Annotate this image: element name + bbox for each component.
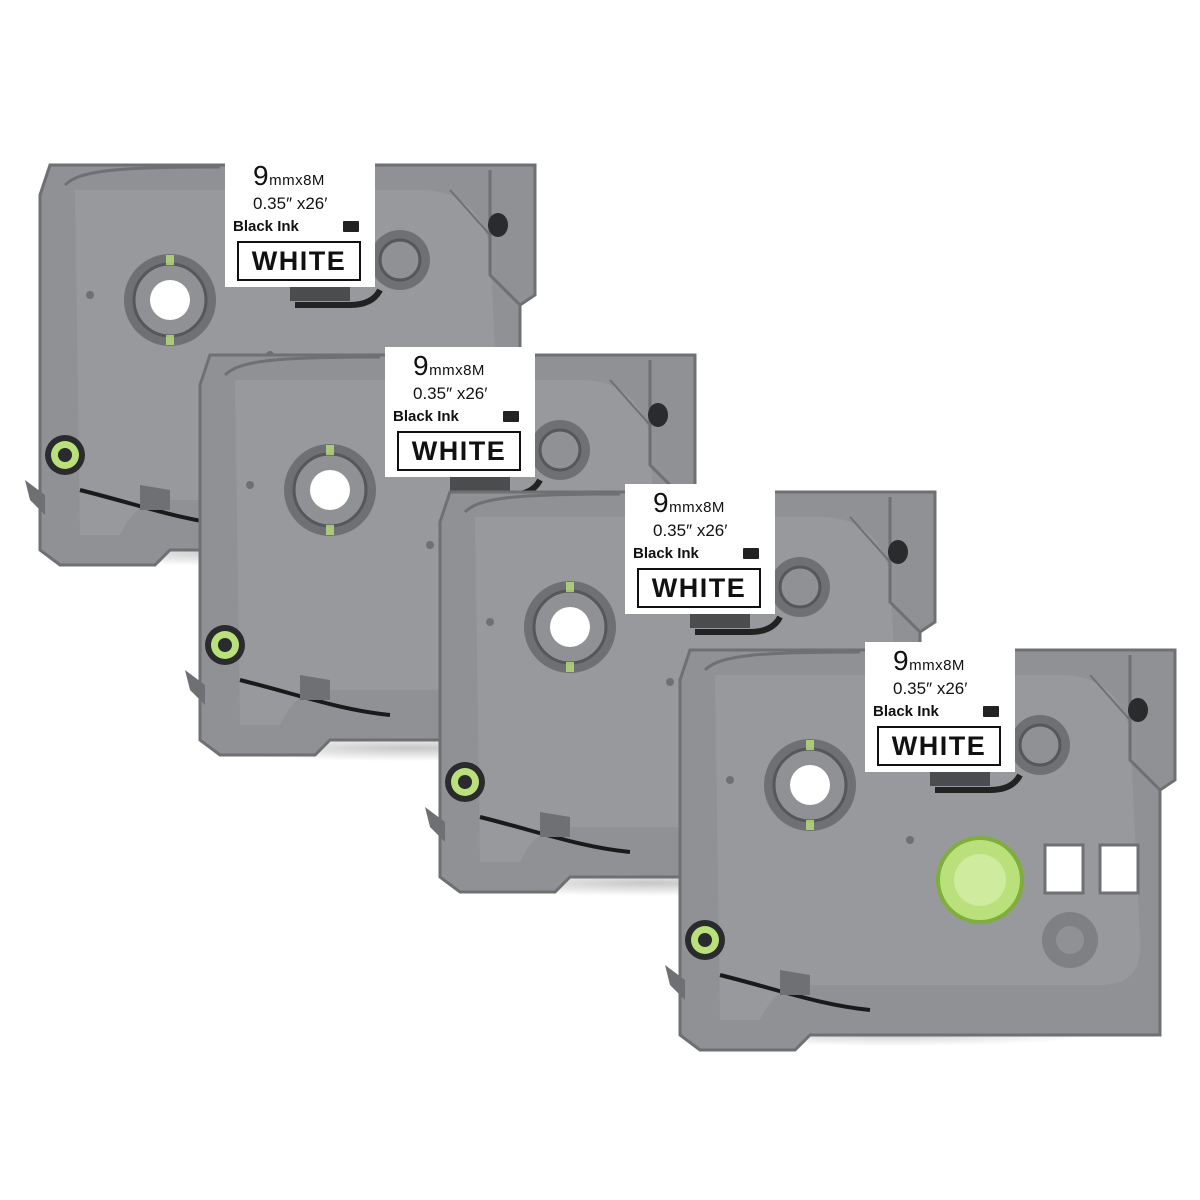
cartridge-label: 9mmx8M 0.35″ x26′ Black Ink WHITE <box>225 157 375 287</box>
tape-size: 9mmx8M <box>253 160 325 191</box>
tape-size: 9mmx8M <box>413 350 485 381</box>
tape-dimensions: 0.35″ x26′ <box>893 679 968 698</box>
ink-tag-icon <box>743 548 759 559</box>
cartridge-label: 9mmx8M 0.35″ x26′ Black Ink WHITE <box>865 642 1015 772</box>
ink-color: Black Ink <box>873 703 939 720</box>
cartridge-housing <box>665 648 1177 1052</box>
ink-color: Black Ink <box>233 218 299 235</box>
ink-tag-icon <box>503 411 519 422</box>
tape-dimensions: 0.35″ x26′ <box>413 384 488 403</box>
ink-tag-icon <box>983 706 999 717</box>
cartridge-label: 9mmx8M 0.35″ x26′ Black Ink WHITE <box>385 347 535 477</box>
ink-color: Black Ink <box>633 545 699 562</box>
tape-size: 9mmx8M <box>653 487 725 518</box>
cartridge-label: 9mmx8M 0.35″ x26′ Black Ink WHITE <box>625 484 775 614</box>
tape-size: 9mmx8M <box>893 645 965 676</box>
tape-dimensions: 0.35″ x26′ <box>653 521 728 540</box>
ink-tag-icon <box>343 221 359 232</box>
tape-cartridge-4: 9mmx8M 0.35″ x26′ Black Ink WHITE <box>660 640 1180 1060</box>
ink-color: Black Ink <box>393 408 459 425</box>
tape-color-box: WHITE <box>397 431 521 471</box>
tape-color-box: WHITE <box>637 568 761 608</box>
tape-dimensions: 0.35″ x26′ <box>253 194 328 213</box>
tape-color-box: WHITE <box>237 241 361 281</box>
tape-color-box: WHITE <box>877 726 1001 766</box>
